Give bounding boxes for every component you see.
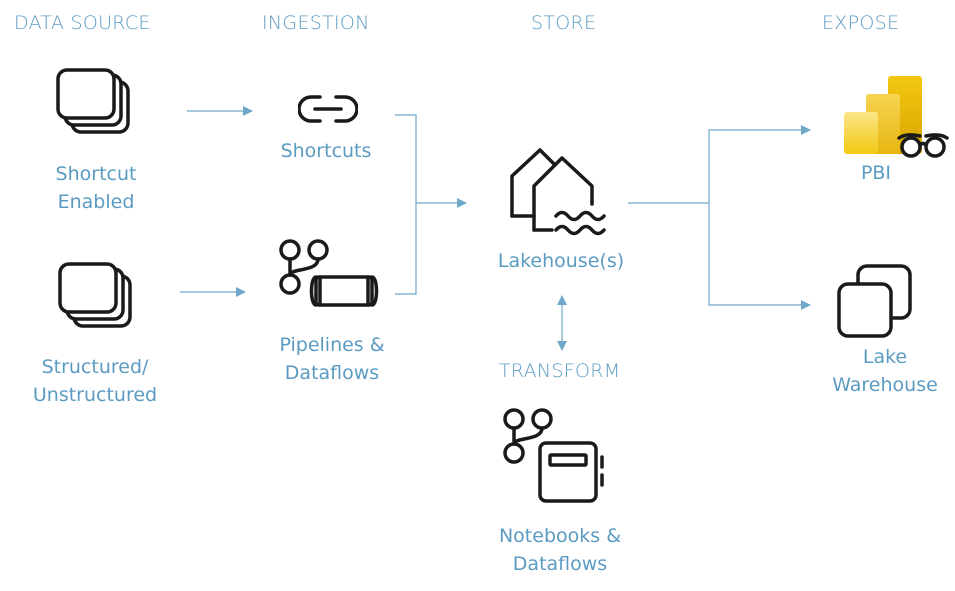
label-lakehouse: Lakehouse(s) [497,250,625,272]
label-shortcuts: Shortcuts [280,140,372,162]
warehouse-icon [837,264,912,338]
glasses-icon [897,133,949,158]
label-lake-warehouse: Lake Warehouse [832,346,938,396]
arrow-to-pbi [708,125,811,203]
pipeline-icon [279,239,379,307]
link-icon [298,95,358,123]
header-data-source: DATA SOURCE [14,12,151,34]
label-pbi: PBI [860,162,892,184]
label-pipelines-dataflows: Pipelines & Dataflows [279,334,385,384]
header-store: STORE [531,12,597,34]
header-ingestion: INGESTION [262,12,370,34]
stack-icon [58,262,132,328]
lakehouse-icon [510,148,606,236]
stack-icon [56,68,130,134]
notebook-icon [503,408,604,503]
header-transform: TRANSFORM [499,360,621,382]
label-shortcut-enabled: Shortcut Enabled [55,163,137,213]
arrow-to-warehouse [708,203,811,310]
label-notebooks-dataflows: Notebooks & Dataflows [498,525,622,575]
label-structured-unstructured: Structured/ Unstructured [32,356,158,406]
connector-shortcuts-branch [395,114,417,295]
header-expose: EXPOSE [822,12,900,34]
